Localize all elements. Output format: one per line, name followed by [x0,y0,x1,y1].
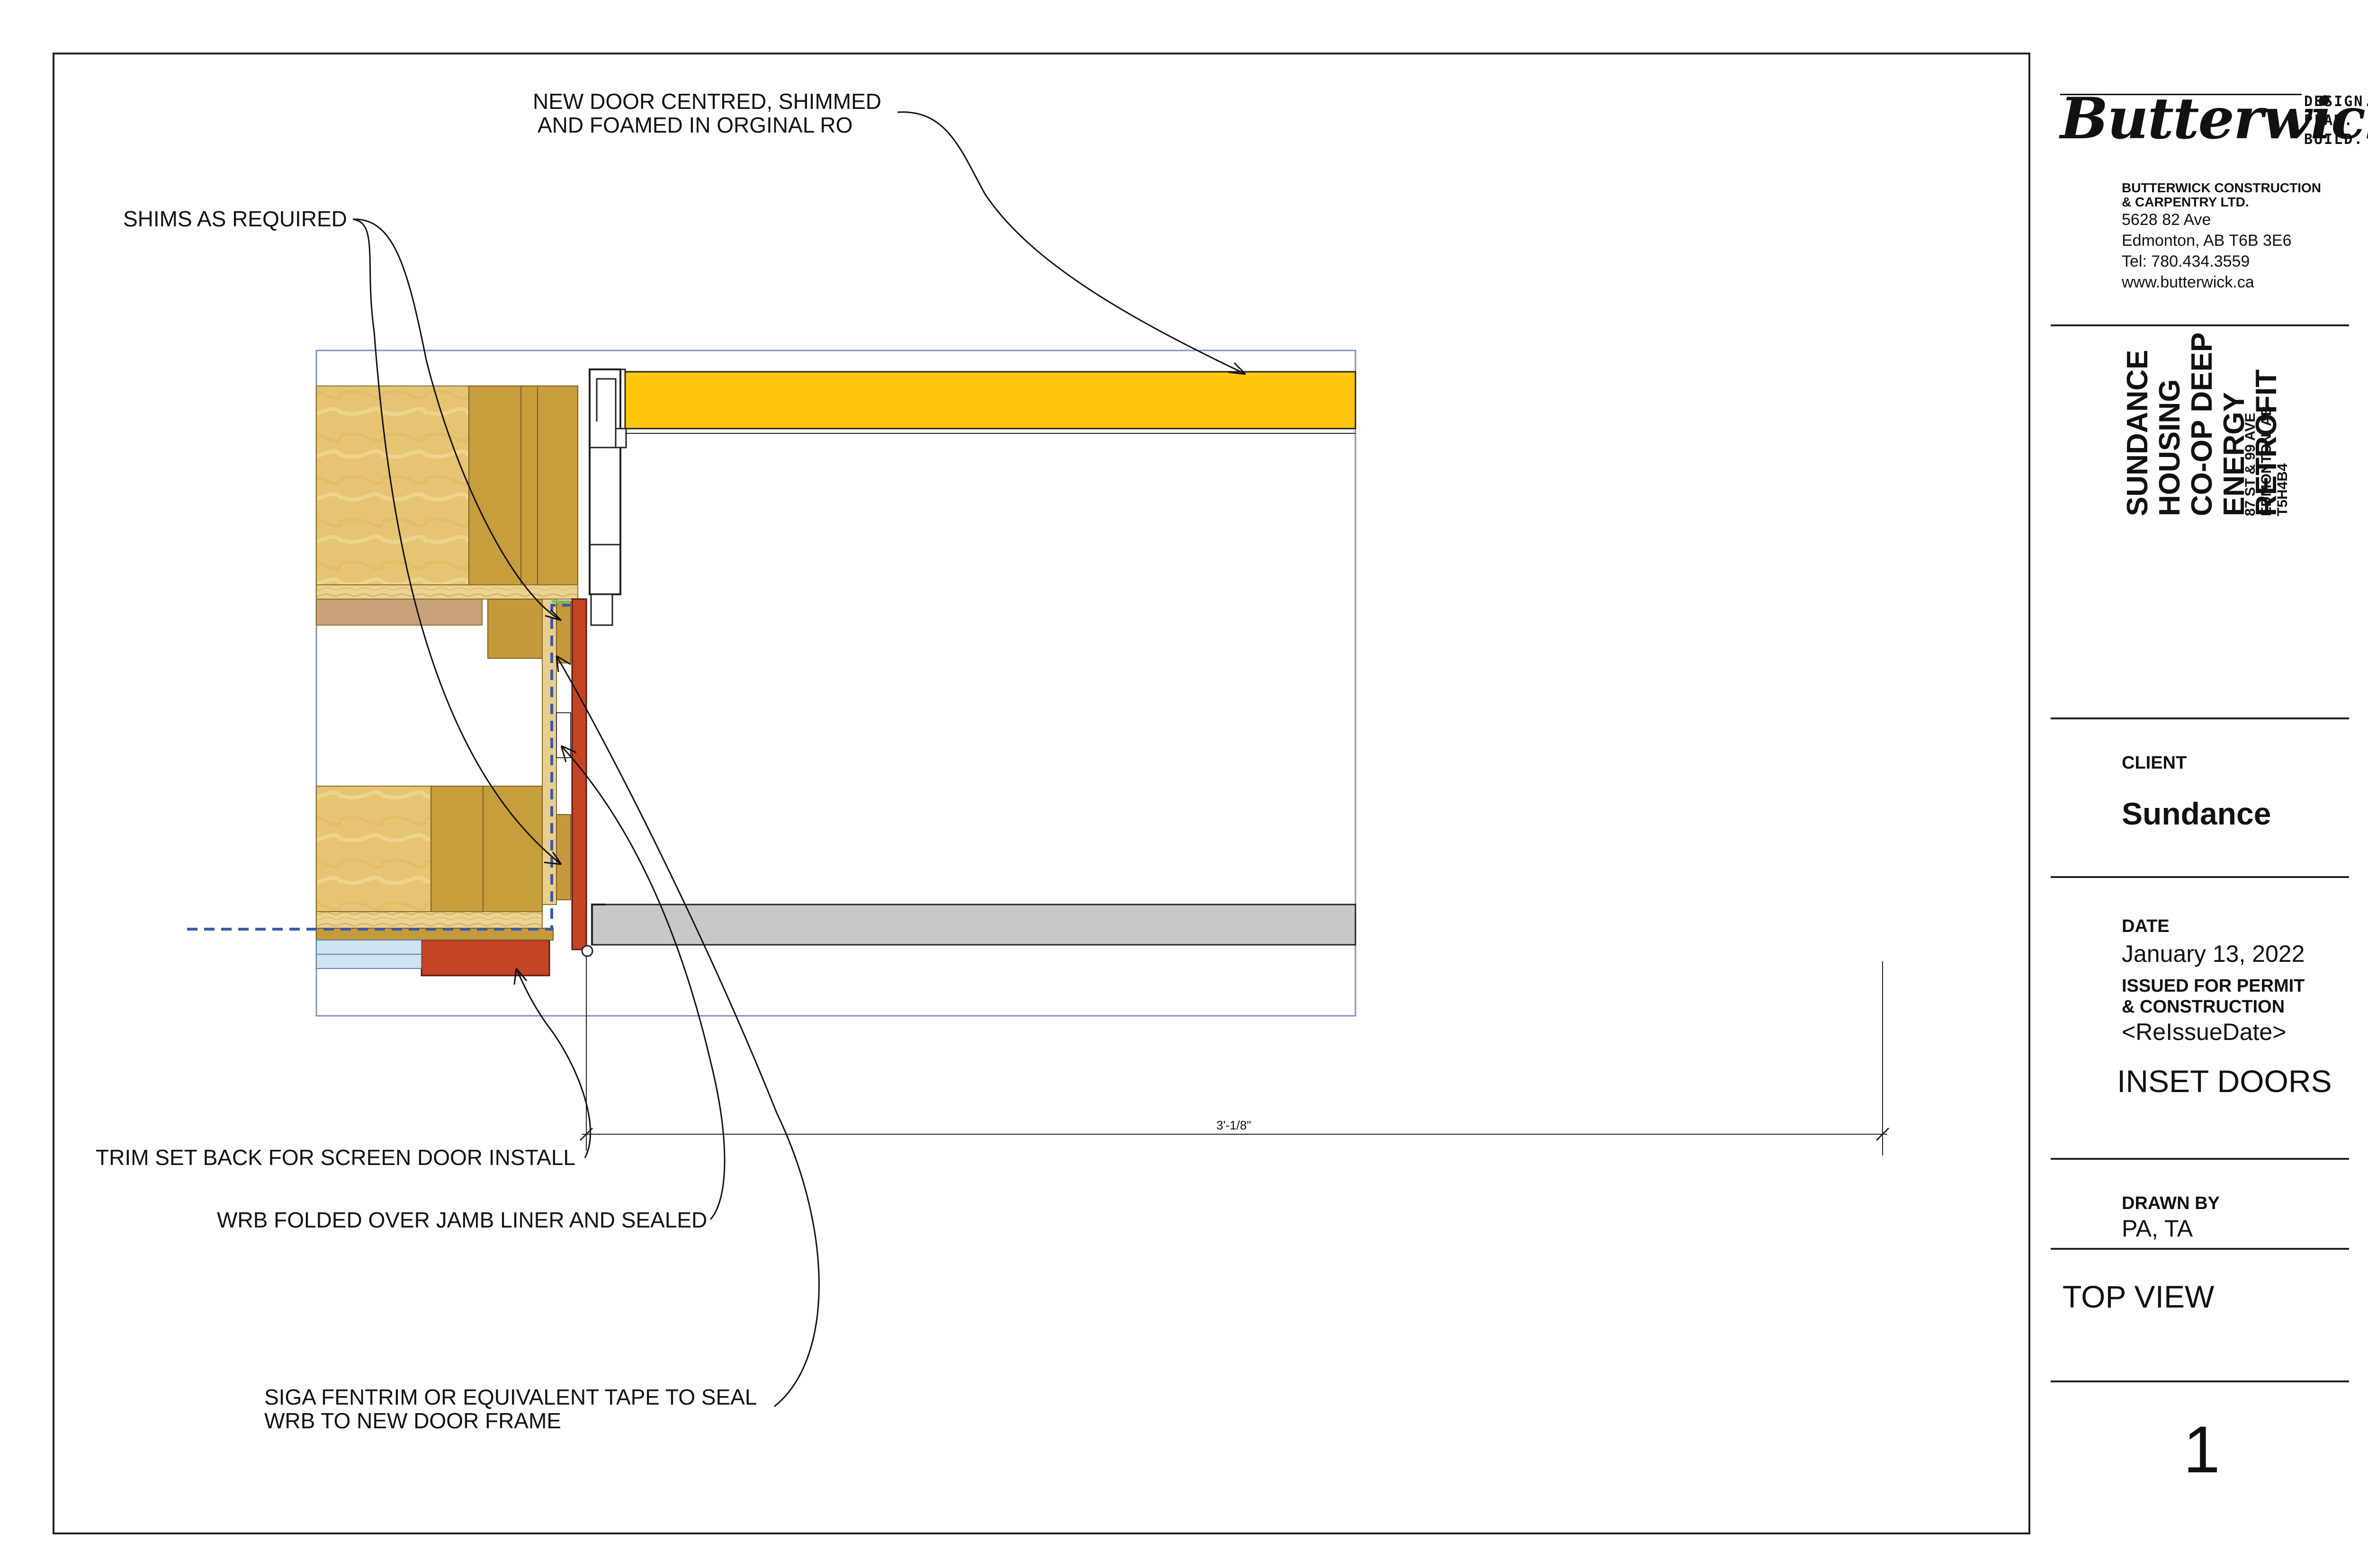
hinge-pin [581,945,593,957]
project-location-line1: 87 ST & 99 AVE [2242,412,2258,516]
upper-stud-block [316,385,469,585]
issue-date: January 13, 2022 [2122,941,2305,967]
upper-trim-block [487,599,543,659]
project-info: SUNDANCE HOUSING CO-OP DEEP ENERGY RETRO… [2121,213,2368,516]
client-label: CLIENT [2122,753,2187,773]
project-title-line2: CO-OP DEEP ENERGY [2186,332,2251,516]
drawn-by-label: DRAWN BY [2122,1193,2220,1213]
drawing-border [53,53,2030,1534]
exterior-trim-vertical [571,598,587,950]
door-frame-stop [590,593,613,626]
company-website: www.butterwick.ca [2122,273,2254,291]
date-label: DATE [2122,916,2170,936]
shim-lower [556,814,571,900]
detail-viewport [315,349,1356,1017]
leader-wrb [560,745,726,1220]
company-logo: Butterwick [2060,85,2368,152]
leader-shims-a [352,218,562,865]
shim-upper [556,601,571,663]
leader-siga [556,655,820,1407]
annotation-trim: TRIM SET BACK FOR SCREEN DOOR INSTALL [96,1145,575,1170]
project-title-line1: SUNDANCE HOUSING [2121,349,2186,516]
title-divider [2051,1248,2349,1250]
company-info: BUTTERWICK CONSTRUCTION & CARPENTRY LTD.… [2122,181,2321,293]
shim-gap [556,712,571,758]
lower-stud-dark [431,786,543,912]
annotation-siga-line2: WRB TO NEW DOOR FRAME [264,1408,561,1433]
lower-stud-block [316,786,431,912]
tagline-design: DESIGN. [2304,93,2368,110]
lower-sheathing [316,911,543,929]
annotation-wrb-folded: WRB FOLDED OVER JAMB LINER AND SEALED [217,1208,707,1232]
frame-weatherstrip [615,428,627,448]
leader-wrb-arrow [560,745,577,762]
leader-new-door-arrow [1228,362,1247,375]
reissue-date: <ReIssueDate> [2122,1019,2287,1045]
leader-shims-b [352,218,562,621]
upper-stud-dark [468,385,578,585]
company-name-line1: BUTTERWICK CONSTRUCTION [2122,180,2322,195]
project-location-line2: EDMONTON, AB [2259,405,2274,516]
screen-door-threshold [591,904,1356,946]
threshold-return [591,904,605,945]
tagline-plan: PLAN. [2304,112,2354,129]
title-divider [2051,1158,2349,1160]
project-location-line3: T5H4B4 [2275,463,2290,516]
dimension-tick-right [1875,1127,1890,1141]
new-door-slab [624,371,1356,430]
annotation-siga-line1: SIGA FENTRIM OR EQUIVALENT TAPE TO SEAL [264,1385,757,1409]
title-block: Butterwick DESIGN. PLAN. BUILD. BUTTERWI… [2051,71,2368,1492]
company-address: 5628 82 Ave [2122,211,2211,229]
issued-line1: ISSUED FOR PERMIT [2122,976,2305,996]
company-phone: Tel: 780.434.3559 [2122,252,2250,270]
company-name-line2: & CARPENTRY LTD. [2122,195,2249,209]
title-divider [2051,324,2349,326]
upper-sheathing [316,584,578,600]
title-divider [2051,717,2349,719]
client-name: Sundance [2122,796,2271,831]
leader-new-door [897,111,1246,375]
annotation-new-door-line1: NEW DOOR CENTRED, SHIMMED [533,89,881,114]
leader-shims-b-arrow [545,609,562,621]
logo-tagline: DESIGN. PLAN. BUILD. [2304,92,2368,149]
logo-underline [2060,94,2302,95]
title-divider [2051,1380,2349,1382]
drawing-title: INSET DOORS [2117,1064,2332,1099]
exterior-trim-base [421,939,550,977]
drawn-by: PA, TA [2122,1215,2193,1242]
dimension-text: 3'-1/8" [1216,1118,1251,1132]
tagline-build: BUILD. [2304,131,2364,148]
leader-siga-arrow [556,655,571,672]
leader-trim-arrow [513,968,528,985]
view-name: TOP VIEW [2063,1279,2215,1314]
annotation-new-door-line2: AND FOAMED IN ORGINAL RO [538,113,852,137]
upper-siding-board [316,599,483,626]
company-city: Edmonton, AB T6B 3E6 [2122,232,2292,250]
title-divider [2051,876,2349,878]
issued-line2: & CONSTRUCTION [2122,997,2285,1017]
issued-status: ISSUED FOR PERMIT & CONSTRUCTION [2122,976,2305,1017]
leader-shims-a-arrow [544,851,562,865]
leader-trim [515,968,592,1158]
annotation-shims: SHIMS AS REQUIRED [123,206,347,231]
sheet-number: 1 [2183,1412,2220,1487]
